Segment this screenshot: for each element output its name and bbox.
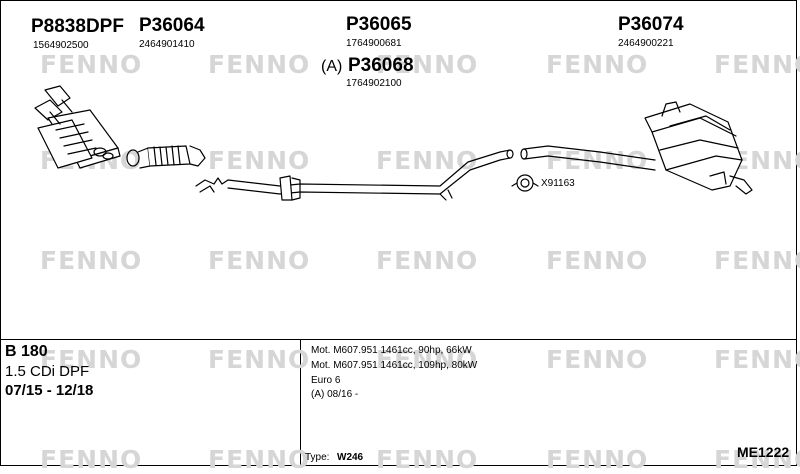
spec-line: (A) 08/16 - bbox=[311, 389, 359, 400]
watermark: FENNO bbox=[40, 246, 143, 275]
flex-pipe-drawing bbox=[126, 145, 206, 169]
exhaust-diagram bbox=[34, 85, 753, 201]
watermark: FENNO bbox=[714, 246, 800, 275]
dpf-catalyst-drawing bbox=[34, 85, 121, 169]
spec-line: Euro 6 bbox=[311, 375, 341, 386]
watermark: FENNO bbox=[208, 345, 311, 374]
watermark: FENNO bbox=[208, 50, 311, 79]
part-number-rear-muffler: P36074 bbox=[618, 14, 684, 35]
type-label: Type: bbox=[305, 452, 330, 463]
watermark: FENNO bbox=[546, 445, 649, 474]
clamp-callout: X91163 bbox=[541, 178, 575, 189]
part-number-flex-pipe: P36064 bbox=[139, 15, 205, 36]
clamp-drawing bbox=[511, 174, 539, 192]
part-number-dpf: P8838DPF bbox=[31, 16, 124, 37]
part-ref-front-pipe: 1764900681 bbox=[346, 38, 402, 49]
part-number-front-pipe-variant: P36068 bbox=[348, 55, 414, 76]
part-ref-front-pipe-variant: 1764902100 bbox=[346, 78, 402, 89]
watermark: FENNO bbox=[376, 146, 479, 175]
vehicle-years: 07/15 - 12/18 bbox=[5, 382, 94, 399]
watermark: FENNO bbox=[546, 50, 649, 79]
part-ref-flex-pipe: 2464901410 bbox=[139, 39, 195, 50]
part-variant-prefix: (A) bbox=[321, 58, 343, 75]
watermark: FENNO bbox=[376, 445, 479, 474]
diagram-code: ME1222 bbox=[737, 444, 790, 460]
horizontal-divider bbox=[0, 339, 797, 340]
watermark: FENNO bbox=[40, 345, 143, 374]
vehicle-engine: 1.5 CDi DPF bbox=[5, 363, 90, 380]
watermark: FENNO bbox=[376, 246, 479, 275]
watermark: FENNO bbox=[40, 50, 143, 79]
watermark: FENNO bbox=[208, 246, 311, 275]
part-number-front-pipe: P36065 bbox=[346, 14, 412, 35]
front-pipe-drawing bbox=[195, 149, 514, 201]
vertical-divider bbox=[300, 339, 301, 467]
watermark: FENNO bbox=[208, 445, 311, 474]
watermark: FENNO bbox=[208, 146, 311, 175]
part-ref-rear-muffler: 2464900221 bbox=[618, 38, 674, 49]
vehicle-model: B 180 bbox=[5, 343, 48, 360]
watermark: FENNO bbox=[376, 345, 479, 374]
watermark: FENNO bbox=[546, 246, 649, 275]
rear-muffler-drawing bbox=[520, 101, 753, 195]
watermark: FENNO bbox=[546, 146, 649, 175]
diagram-frame bbox=[0, 0, 797, 466]
type-value: W246 bbox=[337, 452, 364, 463]
watermark: FENNO bbox=[40, 445, 143, 474]
watermark: FENNO bbox=[546, 345, 649, 374]
part-ref-dpf: 1564902500 bbox=[33, 40, 89, 51]
watermark: FENNO bbox=[714, 345, 800, 374]
watermark: FENNO bbox=[714, 50, 800, 79]
spec-line: Mot. M607.951 1461cc, 109hp, 80kW bbox=[311, 360, 478, 371]
spec-line: Mot. M607.951 1461cc, 90hp, 66kW bbox=[311, 345, 472, 356]
watermark: FENNO bbox=[376, 50, 479, 79]
